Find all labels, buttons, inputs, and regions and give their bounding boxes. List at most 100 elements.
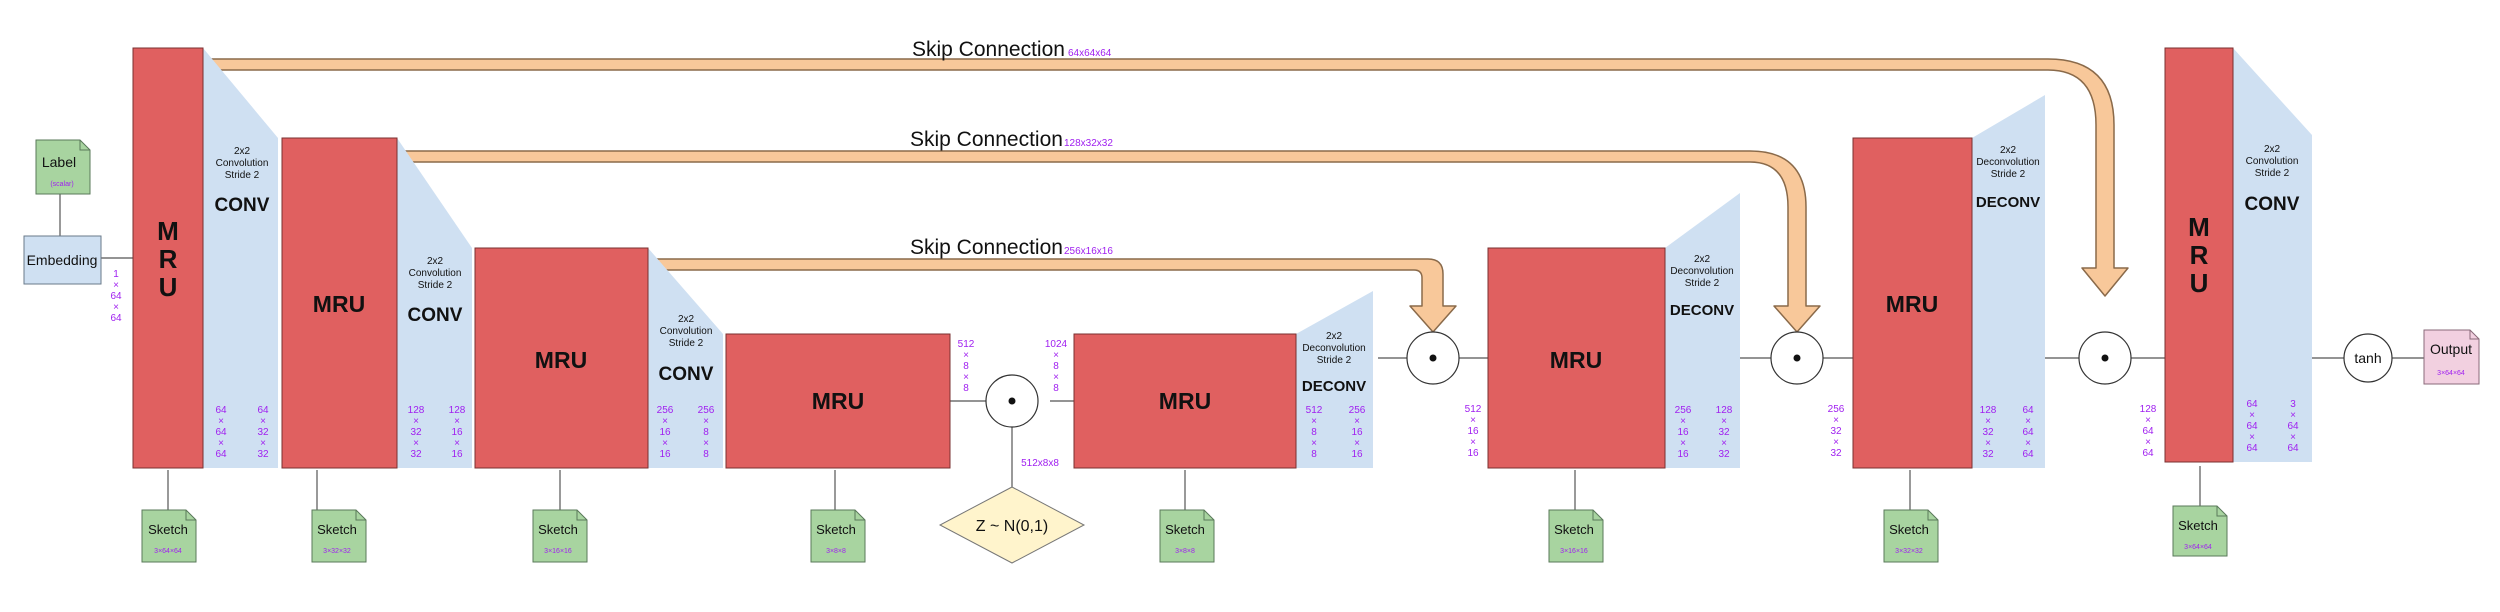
skip-connection-pipe-3 bbox=[654, 258, 1457, 333]
output-node-fold bbox=[2469, 330, 2479, 340]
op-1-dim-in-3: × bbox=[218, 438, 224, 449]
sketch-8-dim: 3×64×64 bbox=[2184, 544, 2212, 551]
op-4-dim-in-0: 512 bbox=[1306, 405, 1323, 416]
op-7-dim-out: 3×64×64 bbox=[2287, 399, 2299, 454]
op-1-dim-out-0: 64 bbox=[257, 405, 269, 416]
merge-dim-2-4: 32 bbox=[1830, 448, 1842, 459]
op-1-dim-in: 64×64×64 bbox=[215, 405, 227, 460]
op-2-name: CONV bbox=[408, 305, 463, 326]
merge-dim-1-3: × bbox=[1470, 437, 1476, 448]
op-6-dim-in-4: 32 bbox=[1982, 449, 1994, 460]
mru-5-label: MRU bbox=[1159, 388, 1211, 414]
op-1-dim-in-0: 64 bbox=[215, 405, 227, 416]
op-2-dim-out-3: × bbox=[454, 438, 460, 449]
op-4-dim-in-1: × bbox=[1311, 416, 1317, 427]
merge-dim-3-0: 128 bbox=[2140, 404, 2157, 415]
merge-dim-2-3: × bbox=[1833, 437, 1839, 448]
op-6-dim-out-4: 64 bbox=[2022, 449, 2034, 460]
op-3-dim-in-4: 16 bbox=[659, 449, 671, 460]
sketch-8-label: Sketch bbox=[2178, 518, 2218, 533]
mru-block-1 bbox=[132, 47, 204, 469]
op-4-dim-in-2: 8 bbox=[1311, 427, 1317, 438]
op-7-desc-3: Stride 2 bbox=[2255, 168, 2290, 179]
op-1-dim-out: 64×32×32 bbox=[257, 405, 269, 460]
op-1-dim-in-4: 64 bbox=[215, 449, 227, 460]
op-7-dim-out-2: 64 bbox=[2287, 421, 2299, 432]
op-1-dim-out-2: 32 bbox=[257, 427, 269, 438]
op-4-dim-out-3: × bbox=[1354, 438, 1360, 449]
embedding-dim-1: × bbox=[113, 280, 119, 291]
op-1-name: CONV bbox=[215, 195, 270, 216]
op-3-dim-out: 256×8×8 bbox=[698, 405, 715, 460]
op-4-desc-1: 2x2 bbox=[1326, 331, 1343, 342]
op-4-dim-in: 512×8×8 bbox=[1306, 405, 1323, 460]
op-1-dim-in-2: 64 bbox=[215, 427, 227, 438]
bottleneck-dim-a-2: 8 bbox=[963, 361, 969, 372]
merge-dim-2-0: 256 bbox=[1828, 404, 1845, 415]
op-4-dim-out-1: × bbox=[1354, 416, 1360, 427]
sketch-7-label: Sketch bbox=[1889, 522, 1929, 537]
concat-dot-1 bbox=[1429, 354, 1437, 362]
op-2-dim-out-0: 128 bbox=[449, 405, 466, 416]
tanh-node bbox=[2343, 333, 2393, 383]
op-3-dim-in: 256×16×16 bbox=[657, 405, 674, 460]
embedding-dim-4: 64 bbox=[110, 313, 122, 324]
op-6-name: DECONV bbox=[1976, 194, 2040, 211]
op-2-desc-3: Stride 2 bbox=[418, 280, 453, 291]
sketch-7-dim: 3×32×32 bbox=[1895, 548, 1923, 555]
op-4-dim-in-4: 8 bbox=[1311, 449, 1317, 460]
merge-dim-3: 128×64×64 bbox=[2140, 404, 2157, 459]
noise-label: Z ~ N(0,1) bbox=[976, 518, 1048, 535]
op-2-dim-in-2: 32 bbox=[410, 427, 422, 438]
op-1-desc-2: Convolution bbox=[216, 158, 269, 169]
conv-op-final bbox=[2233, 48, 2312, 462]
op-2-desc-2: Convolution bbox=[409, 268, 462, 279]
mru-2-label: MRU bbox=[313, 291, 365, 317]
op-4-dim-out: 256×16×16 bbox=[1349, 405, 1366, 460]
op-5-name: DECONV bbox=[1670, 302, 1734, 319]
merge-dim-2: 256×32×32 bbox=[1828, 404, 1845, 459]
op-3-dim-out-4: 8 bbox=[703, 449, 709, 460]
op-4-dim-in-3: × bbox=[1311, 438, 1317, 449]
op-5-desc-2: Deconvolution bbox=[1670, 266, 1733, 277]
op-1-dim-out-3: × bbox=[260, 438, 266, 449]
op-6-dim-in: 128×32×32 bbox=[1980, 405, 1997, 460]
tanh-label: tanh bbox=[2354, 350, 2381, 366]
sketch-node-6: Sketch 3×16×16 bbox=[1548, 509, 1604, 563]
op-1-dim-out-4: 32 bbox=[257, 449, 269, 460]
op-6-dim-out: 64×64×64 bbox=[2022, 405, 2034, 460]
label-title: Label bbox=[42, 154, 76, 170]
op-7-dim-out-3: × bbox=[2290, 432, 2296, 443]
output-label: Output bbox=[2430, 341, 2472, 357]
op-5-desc-3: Stride 2 bbox=[1685, 278, 1720, 289]
sketch-5-label: Sketch bbox=[1165, 522, 1205, 537]
label-node bbox=[35, 139, 91, 195]
op-2-dim-in-3: × bbox=[413, 438, 419, 449]
sketch-node-7: Sketch 3×32×32 bbox=[1883, 509, 1939, 563]
op-7-dim-in-4: 64 bbox=[2246, 443, 2258, 454]
op-6-dim-in-0: 128 bbox=[1980, 405, 1997, 416]
bottleneck-dim-b-1: × bbox=[1053, 350, 1059, 361]
op-7-dim-out-0: 3 bbox=[2290, 399, 2296, 410]
op-3-dim-in-3: × bbox=[662, 438, 668, 449]
op-2-desc-1: 2x2 bbox=[427, 256, 444, 267]
op-5-dim-out-2: 32 bbox=[1718, 427, 1730, 438]
bottleneck-dim-a-1: × bbox=[963, 350, 969, 361]
sketch-2-dim: 3×32×32 bbox=[323, 548, 351, 555]
mru-block-4 bbox=[725, 333, 951, 469]
sketch-6-dim: 3×16×16 bbox=[1560, 548, 1588, 555]
op-5-dim-out-4: 32 bbox=[1718, 449, 1730, 460]
op-7-name: CONV bbox=[2245, 194, 2300, 215]
op-7-dim-out-1: × bbox=[2290, 410, 2296, 421]
sketch-4-dim: 3×8×8 bbox=[826, 548, 846, 555]
op-5-dim-in-1: × bbox=[1680, 416, 1686, 427]
op-7-desc-1: 2x2 bbox=[2264, 144, 2281, 155]
op-5-dim-in-0: 256 bbox=[1675, 405, 1692, 416]
op-5-dim-in-3: × bbox=[1680, 438, 1686, 449]
mru-block-6 bbox=[1487, 247, 1666, 469]
op-6-dim-out-1: × bbox=[2025, 416, 2031, 427]
bottleneck-dim-b-4: 8 bbox=[1053, 383, 1059, 394]
mru-block-2 bbox=[281, 137, 398, 469]
op-6-desc-1: 2x2 bbox=[2000, 145, 2017, 156]
